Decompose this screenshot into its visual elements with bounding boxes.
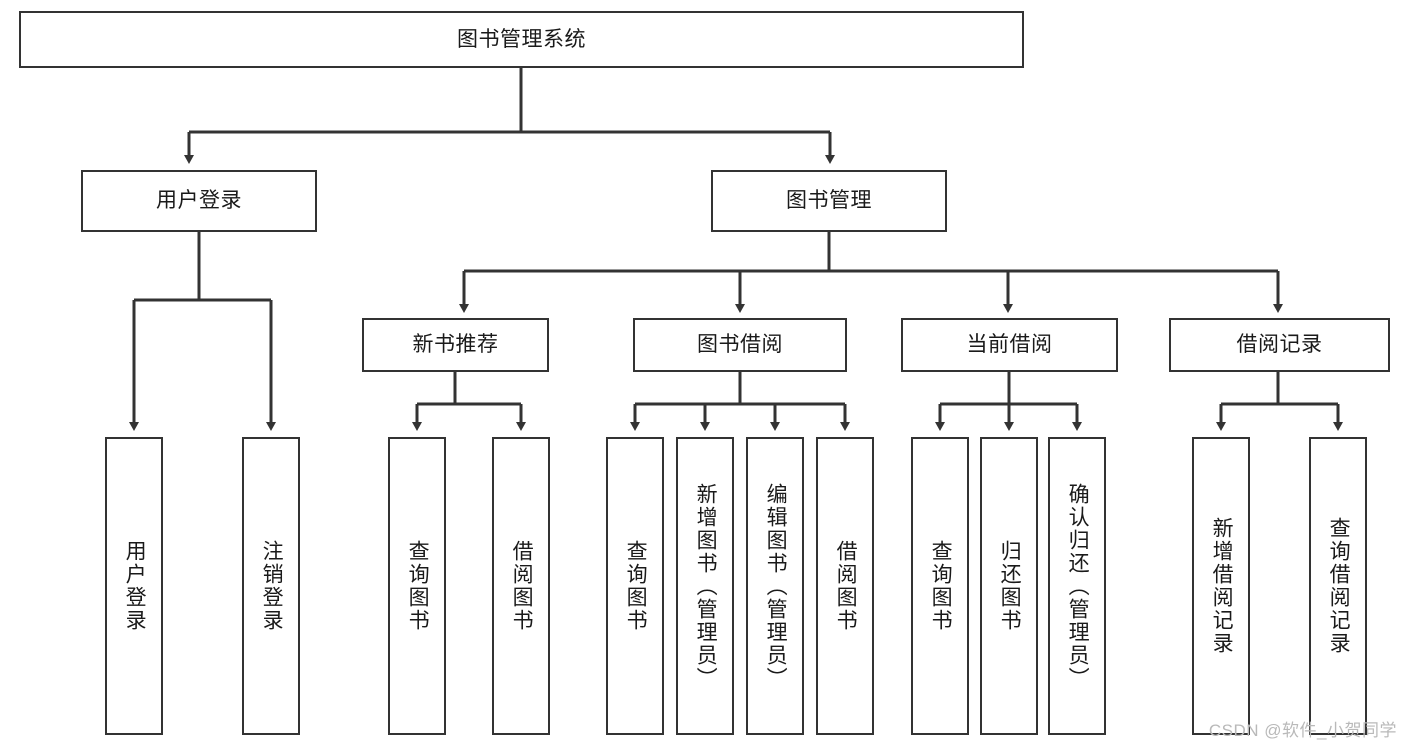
node-leaf-borrow-book-b[interactable]: 借阅图书 bbox=[816, 437, 874, 735]
node-leaf-add-record[interactable]: 新增借阅记录 bbox=[1192, 437, 1250, 735]
node-leaf-query-book-a[interactable]: 查询图书 bbox=[388, 437, 446, 735]
node-leaf-query-book-a-label: 查询图书 bbox=[406, 540, 430, 632]
node-leaf-return-book-label: 归还图书 bbox=[998, 540, 1022, 632]
node-user-login[interactable]: 用户登录 bbox=[81, 170, 317, 232]
node-borrow-record-label: 借阅记录 bbox=[1236, 333, 1323, 357]
node-leaf-logout[interactable]: 注销登录 bbox=[242, 437, 300, 735]
node-borrow-record[interactable]: 借阅记录 bbox=[1169, 318, 1390, 372]
node-leaf-add-book[interactable]: 新增图书（管理员） bbox=[676, 437, 734, 735]
node-leaf-borrow-book-b-label: 借阅图书 bbox=[834, 540, 858, 632]
node-current-borrow-label: 当前借阅 bbox=[966, 333, 1053, 357]
csdn-watermark: CSDN @软件_小贺同学 bbox=[1208, 721, 1397, 740]
node-new-book-rec-label: 新书推荐 bbox=[412, 333, 499, 357]
node-leaf-edit-book-label: 编辑图书（管理员） bbox=[764, 482, 788, 690]
node-leaf-confirm-return-label: 确认归还（管理员） bbox=[1066, 482, 1090, 690]
node-current-borrow[interactable]: 当前借阅 bbox=[901, 318, 1118, 372]
node-leaf-query-book-c[interactable]: 查询图书 bbox=[911, 437, 969, 735]
node-leaf-query-book-b[interactable]: 查询图书 bbox=[606, 437, 664, 735]
node-new-book-rec[interactable]: 新书推荐 bbox=[362, 318, 549, 372]
node-root-label: 图书管理系统 bbox=[457, 27, 586, 51]
node-leaf-confirm-return[interactable]: 确认归还（管理员） bbox=[1048, 437, 1106, 735]
node-leaf-query-record[interactable]: 查询借阅记录 bbox=[1309, 437, 1367, 735]
node-leaf-edit-book[interactable]: 编辑图书（管理员） bbox=[746, 437, 804, 735]
node-root[interactable]: 图书管理系统 bbox=[19, 11, 1024, 68]
node-book-manage-label: 图书管理 bbox=[786, 189, 872, 213]
node-leaf-user-login-label: 用户登录 bbox=[123, 540, 147, 632]
node-leaf-add-record-label: 新增借阅记录 bbox=[1210, 517, 1234, 655]
node-leaf-query-book-b-label: 查询图书 bbox=[624, 540, 648, 632]
node-leaf-query-record-label: 查询借阅记录 bbox=[1327, 517, 1351, 655]
node-leaf-user-login[interactable]: 用户登录 bbox=[105, 437, 163, 735]
node-user-login-label: 用户登录 bbox=[156, 189, 242, 213]
node-leaf-logout-label: 注销登录 bbox=[260, 540, 284, 632]
node-leaf-borrow-book-a[interactable]: 借阅图书 bbox=[492, 437, 550, 735]
node-leaf-add-book-label: 新增图书（管理员） bbox=[694, 482, 718, 690]
node-leaf-return-book[interactable]: 归还图书 bbox=[980, 437, 1038, 735]
node-book-borrow-label: 图书借阅 bbox=[697, 333, 783, 357]
node-leaf-borrow-book-a-label: 借阅图书 bbox=[510, 540, 534, 632]
node-book-borrow[interactable]: 图书借阅 bbox=[633, 318, 847, 372]
node-book-manage[interactable]: 图书管理 bbox=[711, 170, 947, 232]
node-leaf-query-book-c-label: 查询图书 bbox=[929, 540, 953, 632]
